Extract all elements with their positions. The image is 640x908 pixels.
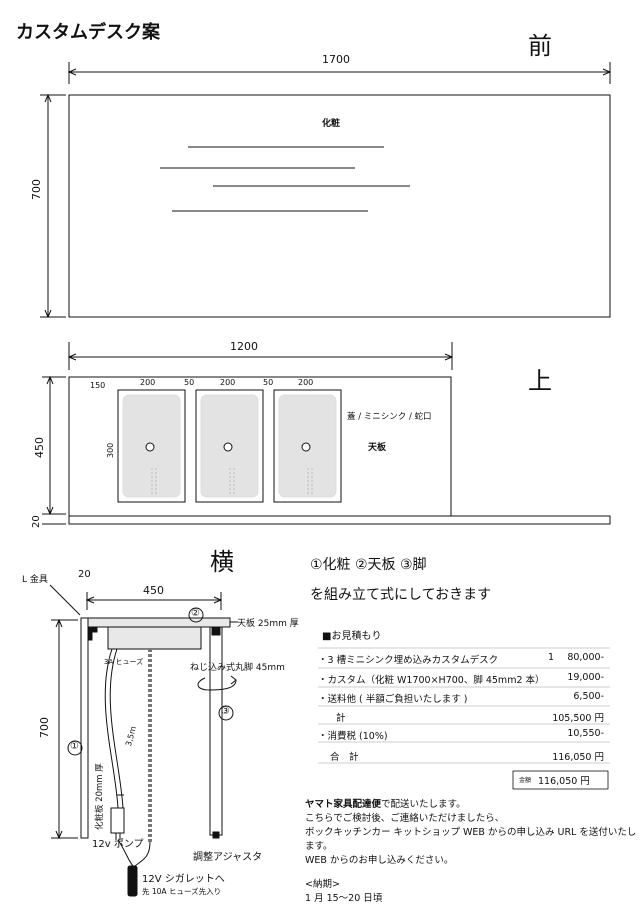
note-line: WEB からのお申し込みください。: [305, 855, 454, 866]
side-note-label: 蓋 / ミニシンク / 蛇口: [347, 412, 432, 422]
side-height-label: 700: [38, 717, 51, 738]
label-circle-2: [188, 607, 204, 623]
side-view: [49, 584, 238, 897]
sink-3: [273, 389, 342, 503]
estimate-header: ■お見積もり: [322, 631, 382, 642]
pump-label: 12v ポンプ: [92, 839, 144, 850]
cigarette-note: 先 10A ヒューズ先入り: [142, 887, 222, 896]
bracket-label: L 金具: [22, 575, 48, 585]
top-depth-label: 450: [33, 437, 46, 458]
circle-2-label: ②: [191, 608, 200, 619]
adjuster-label: 調整アジャスタ: [193, 852, 263, 863]
circle-3-label: ③: [221, 706, 230, 717]
label-circle-3: [218, 705, 234, 721]
gap-label: 50: [263, 378, 274, 387]
front-width-label: 1700: [322, 53, 350, 66]
parts-line-2: を組み立て式にしておきます: [310, 587, 492, 603]
margin-label: 150: [90, 381, 106, 390]
front-panel: [68, 94, 611, 318]
front-height-label: 700: [30, 179, 43, 200]
pump: [110, 807, 125, 834]
side-decor-panel: [80, 617, 89, 839]
note-line: ボックキッチンカー キットショップ WEB からの申し込み URL を送付いたし…: [305, 827, 637, 852]
sink-width-label: 200: [140, 378, 156, 387]
panel-thickness-label: 化粧板 20mm 厚: [95, 763, 105, 830]
notes: ヤマト家具配達便で配送いたします。 こちらでご検討後、ご連絡いただけましたら、 …: [305, 798, 640, 906]
sink-width-label: 200: [298, 378, 314, 387]
total-box-label: 金額: [519, 777, 532, 784]
total-box: [512, 770, 609, 790]
top-view: [42, 342, 611, 525]
top-thickness-label: 20: [31, 515, 42, 528]
screw-arrow: [197, 677, 237, 691]
front-panel-label: 化粧: [322, 119, 341, 129]
page-title: カスタムデスク案: [16, 22, 160, 43]
side-view-label: 横: [210, 548, 234, 576]
delivery-header: <納期>: [305, 879, 340, 890]
sink-2: [195, 389, 264, 503]
estimate-table-lines: [318, 647, 610, 764]
side-depth-label: 450: [143, 584, 164, 597]
sink-body: [107, 626, 202, 650]
cigarette-plug: [127, 865, 138, 897]
side-top-board: [87, 617, 231, 628]
fuse-label: 3A ヒューズ: [104, 658, 144, 666]
adjuster-foot: [212, 831, 220, 839]
bracket-leader: [49, 584, 81, 616]
sink-1: [117, 389, 186, 503]
gap-label: 50: [184, 378, 195, 387]
cigarette-label: 12V シガレットへ: [142, 874, 225, 885]
label-circle-1: [67, 740, 83, 756]
front-view-label: 前: [528, 32, 552, 60]
circle-1-label: ①: [70, 741, 79, 752]
parts-line-1: ①化粧 ②天板 ③脚: [310, 557, 427, 573]
l-bracket: [87, 626, 98, 641]
top-board-label: 天板: [368, 443, 387, 453]
sink-depth-label: 300: [106, 442, 115, 458]
front-panel-edge: [68, 515, 611, 525]
sink-width-label: 200: [220, 378, 236, 387]
shipping-note: ヤマト家具配達便で配送いたします。: [305, 799, 466, 810]
offset-label: 20: [78, 569, 91, 580]
front-view: [40, 62, 612, 319]
total-box-value: 116,050 円: [538, 776, 590, 787]
delivery-value: 1 月 15〜20 日頃: [305, 893, 383, 904]
leg-label: ねじ込み式丸脚 45mm: [190, 663, 285, 673]
note-line: こちらでご検討後、ご連絡いただけましたら、: [305, 813, 505, 824]
top-board-thickness-label: 天板 25mm 厚: [237, 619, 299, 629]
top-view-label: 上: [528, 367, 552, 395]
pump-wire: [104, 648, 119, 809]
top-width-label: 1200: [230, 340, 258, 353]
round-leg: [209, 626, 223, 836]
